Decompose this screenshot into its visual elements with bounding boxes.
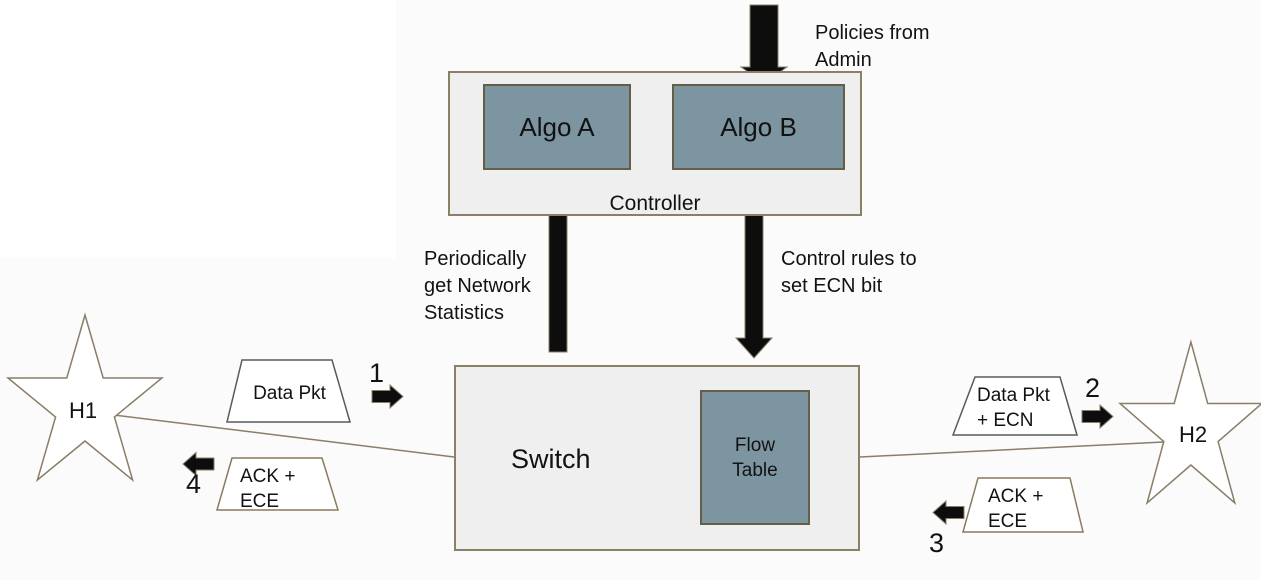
data-pkt-trapezoid	[226, 359, 351, 423]
data-pkt-ecn-label: Data Pkt + ECN	[977, 385, 1050, 431]
h1-star	[5, 312, 164, 483]
network-statistics-label: Periodically get Network Statistics	[424, 248, 531, 324]
data-pkt-ecn-trapezoid	[951, 376, 1079, 436]
switch-h2-link	[859, 441, 1165, 458]
step-4-number: 4	[186, 469, 202, 499]
policies-from-admin-label: Policies from Admin	[815, 22, 930, 71]
h2-label: H2	[1179, 422, 1208, 447]
ack-ece-right-trapezoid	[962, 477, 1084, 533]
step2-right-arrow-icon	[1081, 403, 1114, 430]
algo-a-label: Algo A	[519, 111, 595, 142]
step4-left-arrow-icon	[182, 451, 215, 477]
policies-down-arrow-icon	[739, 4, 789, 84]
background-panel	[0, 0, 396, 258]
step-3-number: 3	[929, 528, 945, 558]
flow-table-box: Flow Table	[700, 390, 810, 525]
h1-label: H1	[69, 398, 98, 423]
h2-star	[1117, 339, 1261, 506]
ack-ece-right-label: ACK + ECE	[988, 486, 1044, 532]
step3-left-arrow-icon	[932, 499, 965, 526]
data-pkt-label: Data Pkt	[253, 383, 326, 404]
ack-ece-left-trapezoid	[216, 457, 340, 511]
switch-label: Switch	[511, 444, 591, 474]
control-rules-label: Control rules to set ECN bit	[781, 248, 917, 297]
h1-switch-link	[113, 414, 455, 458]
algo-b-label: Algo B	[720, 111, 797, 142]
step-1-number: 1	[369, 358, 385, 388]
step-2-number: 2	[1085, 373, 1101, 403]
algo-a-box: Algo A	[483, 84, 631, 170]
algo-b-box: Algo B	[672, 84, 845, 170]
step1-right-arrow-icon	[371, 383, 404, 410]
ack-ece-left-label: ACK + ECE	[240, 466, 296, 512]
controller-label: Controller	[609, 192, 701, 215]
flow-table-label: Flow Table	[732, 434, 778, 481]
